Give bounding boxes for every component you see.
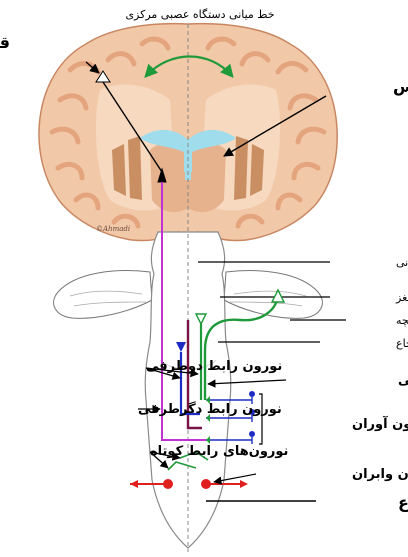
- midline-title: خط میانی دستگاه عصبی مرکزی: [125, 8, 274, 21]
- efferent-cell-body-right: [201, 479, 211, 489]
- efferent-cell-body-left: [163, 479, 173, 489]
- contralateral-neuron-label: نورون رابط دگرطرفی: [138, 401, 282, 417]
- cerebellum-label: مخچه: [396, 314, 408, 327]
- efferent-arrowhead-right: [240, 480, 248, 488]
- afferent-neuron-label: نورون آوران: [352, 415, 408, 432]
- cortex-label: قشر مخ: [0, 33, 10, 52]
- cerebellum-right: [224, 271, 322, 319]
- efferent-arrowhead-left: [130, 480, 138, 488]
- thalamus-label: تالاموس: [393, 77, 408, 96]
- short-interneurons-label: نورون‌های رابط کوتاه: [150, 444, 288, 459]
- ipsilateral-neuron-label: نورون رابط همان‌طرفی: [398, 373, 408, 388]
- pons-label: پل مغز: [395, 291, 408, 304]
- medulla-label: بصل النخاع: [396, 337, 408, 350]
- signature-text: ©Ahmadi: [96, 225, 130, 233]
- efferent-neuron-label: نورون وابران: [352, 467, 408, 482]
- cerebellum-left: [54, 271, 152, 319]
- midbrain-label: مغز میانی: [396, 256, 408, 269]
- spinal-cord-label: نخاع: [398, 493, 408, 512]
- commissural-neuron-label: نورون رابط دوطرفی: [146, 359, 282, 374]
